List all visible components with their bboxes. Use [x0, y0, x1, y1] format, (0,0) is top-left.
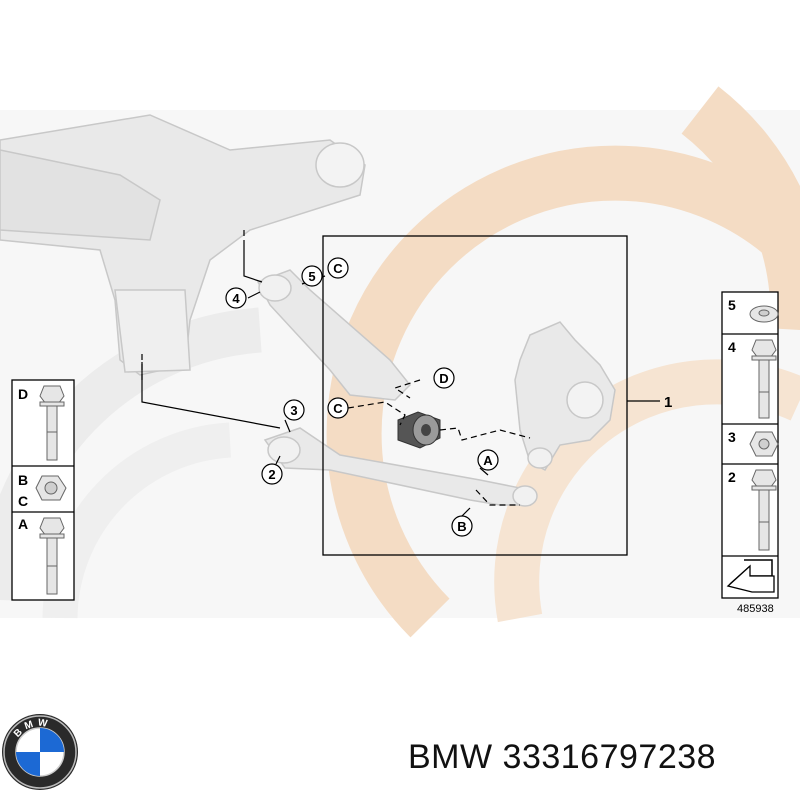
callout-5-c: C	[327, 257, 349, 279]
bmw-logo: BMW	[2, 714, 78, 790]
right-item-3-label: 3	[728, 429, 736, 445]
callout-c: C	[327, 397, 349, 419]
bolt-d-icon	[39, 385, 65, 461]
right-item-2-label: 2	[728, 469, 736, 485]
lower-control-arm	[263, 427, 538, 507]
left-item-c-label: C	[18, 493, 28, 509]
right-item-4-label: 4	[728, 339, 736, 355]
svg-text:5: 5	[308, 269, 315, 284]
rear-subframe	[0, 114, 366, 376]
svg-text:4: 4	[232, 291, 240, 306]
callout-b: B	[451, 515, 473, 537]
right-parts-panel: 5 4 3 2 48	[721, 291, 779, 615]
part-number: 33316797238	[502, 738, 717, 776]
nut-3-icon	[749, 431, 779, 457]
svg-text:D: D	[439, 371, 448, 386]
rubber-bushing	[397, 411, 441, 449]
svg-text:C: C	[333, 261, 343, 276]
dashed-leader-lines	[141, 230, 531, 506]
diagram-reference-number: 485938	[737, 603, 774, 615]
svg-text:A: A	[483, 453, 493, 468]
callout-d: D	[433, 367, 455, 389]
callout-2: 2	[261, 463, 283, 485]
left-item-a-label: A	[18, 516, 28, 532]
upper-control-arm	[256, 269, 412, 401]
brand-name: BMW	[408, 738, 493, 776]
wheel-carrier	[514, 321, 616, 471]
right-item-5-label: 5	[728, 297, 736, 313]
arrow-icon	[726, 559, 775, 593]
callout-3: 3	[283, 399, 305, 421]
svg-text:2: 2	[268, 467, 275, 482]
bolt-4-icon	[751, 339, 777, 419]
left-parts-panel: D B C A	[11, 379, 75, 601]
callout-4: 4	[225, 287, 247, 309]
bolt-2-icon	[751, 469, 777, 551]
left-item-b-label: B	[18, 472, 28, 488]
svg-text:B: B	[457, 519, 466, 534]
callout-5: 5	[301, 265, 323, 287]
svg-text:3: 3	[290, 403, 297, 418]
left-item-d-label: D	[18, 386, 28, 402]
part-title: BMW 33316797238	[408, 738, 716, 777]
assembly-frame	[322, 235, 628, 556]
washer-5-icon	[749, 305, 779, 323]
svg-text:C: C	[333, 401, 343, 416]
callout-a: A	[477, 449, 499, 471]
nut-bc-icon	[35, 475, 67, 501]
bolt-a-icon	[39, 517, 65, 595]
callout-1: 1	[664, 394, 672, 411]
